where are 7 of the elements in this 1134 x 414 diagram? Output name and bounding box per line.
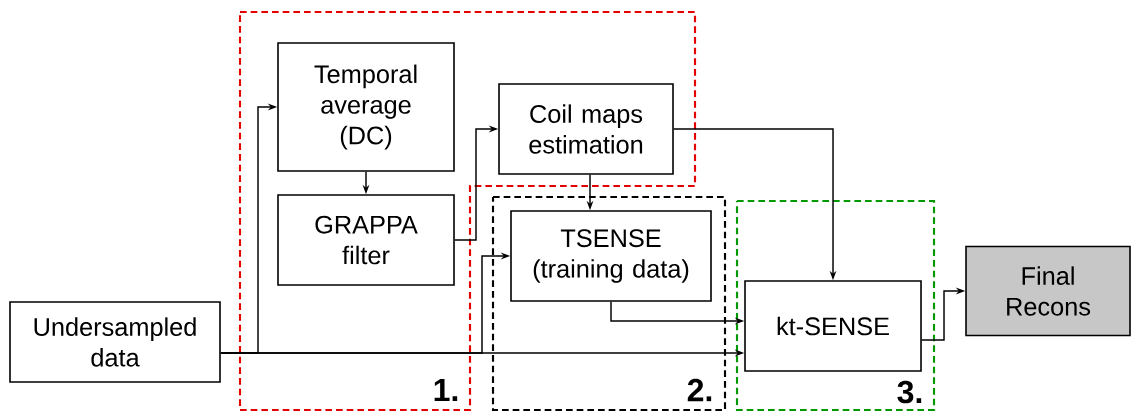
process-box: GRAPPA filter [277,194,455,286]
process-box: TSENSE (training data) [510,210,712,302]
process-box: kt-SENSE [744,280,922,372]
process-box: Undersampled data [9,301,221,383]
process-box: Coil maps estimation [498,83,674,175]
process-box: Final Recons [965,245,1131,337]
process-box: Temporal average (DC) [277,42,455,172]
